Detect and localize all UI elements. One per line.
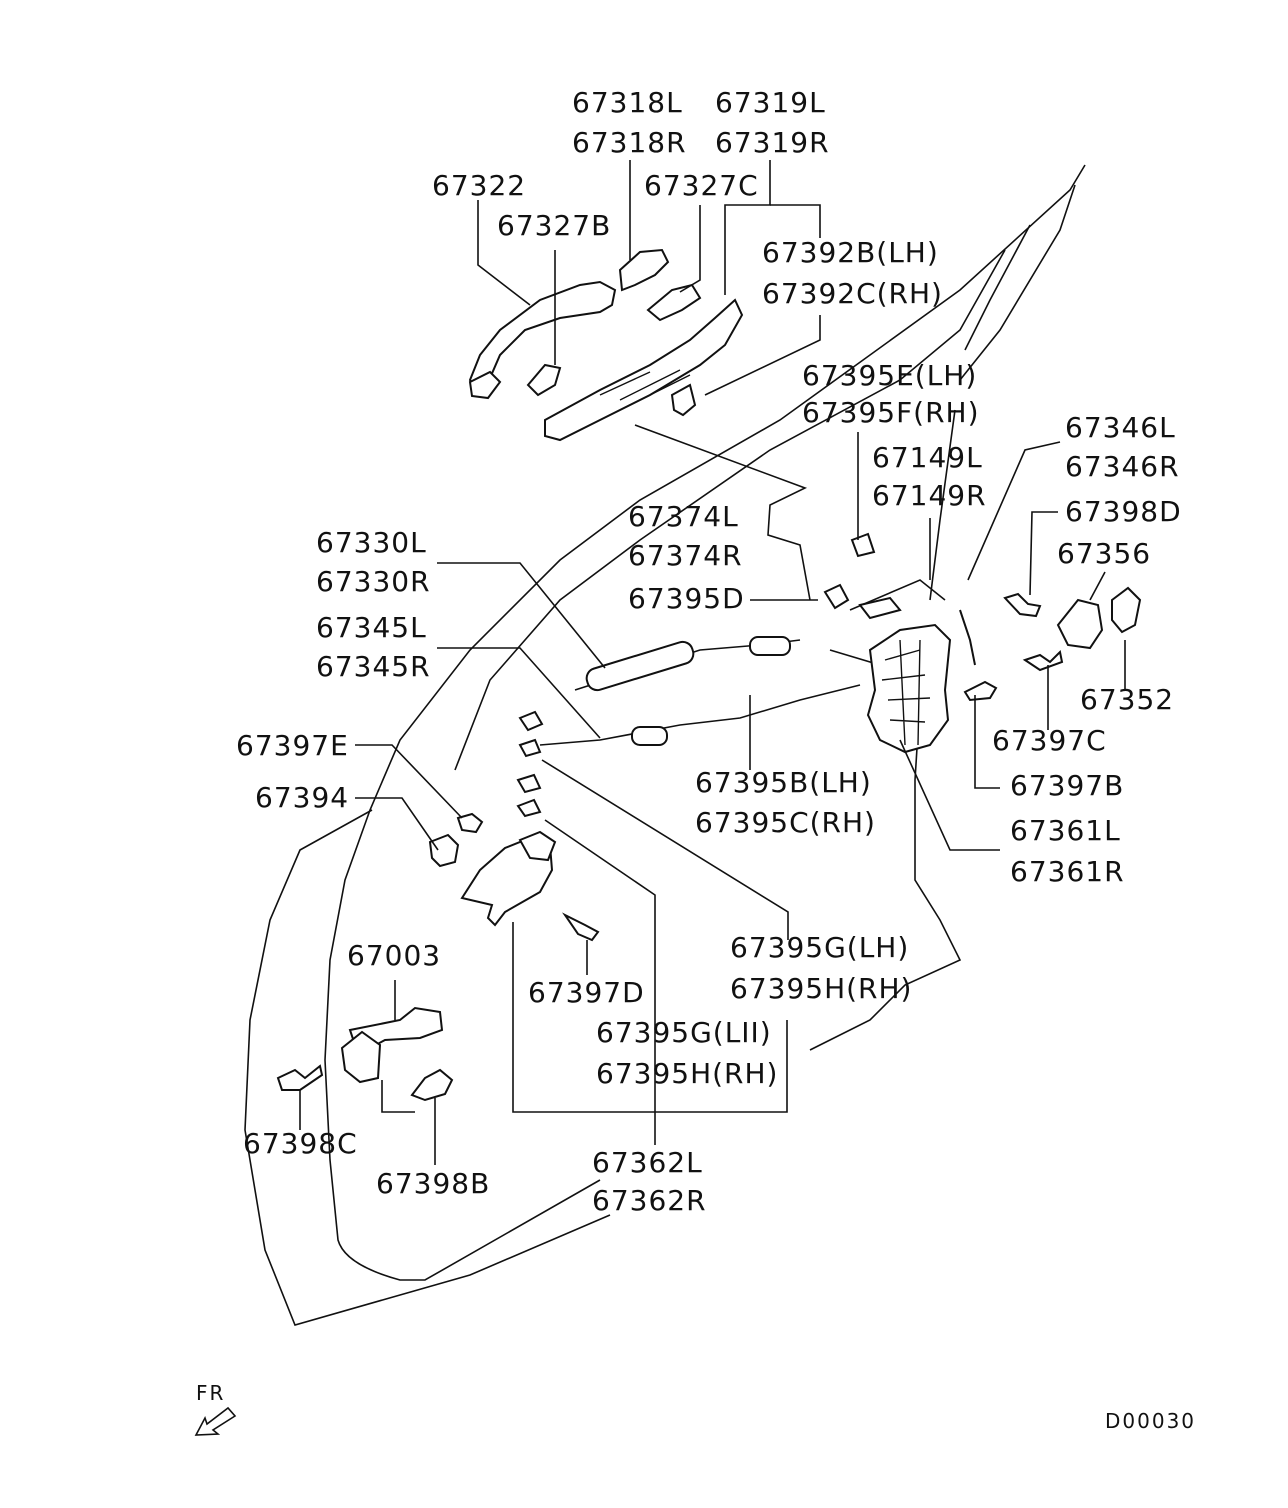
handle-bezel-clip	[526, 363, 562, 397]
label-67397C[interactable]: 67397C	[992, 724, 1107, 757]
label-67395B[interactable]: 67395B(LH)	[695, 766, 872, 799]
handle-screw-upper	[456, 812, 484, 834]
label-67392C[interactable]: 67392C(RH)	[762, 277, 943, 310]
label-67398B[interactable]: 67398B	[376, 1167, 490, 1200]
label-67003[interactable]: 67003	[347, 939, 441, 972]
inside-handle-assembly	[428, 710, 600, 942]
handle-screw-lower	[561, 912, 600, 942]
cable-sheath-upper-short	[749, 636, 791, 656]
label-67362L[interactable]: 67362L	[592, 1146, 703, 1179]
check-bolt-left	[276, 1064, 324, 1091]
lock-lever	[858, 596, 902, 620]
door-check-body	[340, 1030, 382, 1084]
door-check-assembly	[276, 1006, 454, 1102]
cable-end-clip-1	[518, 710, 544, 732]
lock-screw	[963, 680, 998, 702]
handle-link-rod	[634, 424, 811, 601]
label-67345R[interactable]: 67345R	[316, 650, 431, 683]
label-67395G-lower[interactable]: 67395G(LII)	[596, 1016, 772, 1049]
label-67374L[interactable]: 67374L	[628, 500, 739, 533]
front-label: FR	[196, 1381, 225, 1405]
handle-retainer-clip	[670, 383, 697, 417]
label-67361R[interactable]: 67361R	[1010, 855, 1125, 888]
label-67395D[interactable]: 67395D	[628, 582, 745, 615]
check-bolt-right	[410, 1068, 454, 1102]
label-67149L[interactable]: 67149L	[872, 441, 983, 474]
inside-handle-bracket	[460, 836, 554, 927]
handle-grommet	[428, 833, 460, 868]
cable-end-clip-4	[516, 798, 542, 818]
handle-cover-left	[618, 248, 670, 292]
label-67395G-upper[interactable]: 67395G(LH)	[730, 931, 909, 964]
front-direction-indicator: FR	[194, 1381, 237, 1436]
label-67352[interactable]: 67352	[1080, 683, 1174, 716]
label-67374R[interactable]: 67374R	[628, 539, 743, 572]
label-67398C[interactable]: 67398C	[243, 1127, 358, 1160]
label-67362R[interactable]: 67362R	[592, 1184, 707, 1217]
label-67318R[interactable]: 67318R	[572, 126, 687, 159]
striker-bolt-upper	[1003, 592, 1042, 618]
label-67395H-lower[interactable]: 67395H(RH)	[596, 1057, 778, 1090]
label-67149R[interactable]: 67149R	[872, 479, 987, 512]
striker-shim	[1111, 586, 1142, 634]
cable-end-clip-2	[518, 738, 542, 758]
striker	[1056, 598, 1104, 650]
label-67346R[interactable]: 67346R	[1065, 450, 1180, 483]
front-arrow-icon	[194, 1406, 237, 1436]
label-67330R[interactable]: 67330R	[316, 565, 431, 598]
label-67327B[interactable]: 67327B	[497, 209, 611, 242]
handle-base-frame	[544, 298, 744, 442]
door-lock-actuator	[823, 532, 976, 754]
label-67361L[interactable]: 67361L	[1010, 814, 1121, 847]
label-67319L[interactable]: 67319L	[715, 86, 826, 119]
inside-handle-cable	[539, 684, 861, 746]
inside-handle-lever	[518, 830, 557, 862]
label-67322[interactable]: 67322	[432, 169, 526, 202]
label-67397D[interactable]: 67397D	[528, 976, 645, 1009]
cable-sheath-upper	[585, 640, 695, 692]
lock-body	[866, 623, 952, 754]
lock-connector	[823, 583, 850, 610]
label-67345L[interactable]: 67345L	[316, 611, 427, 644]
label-67397B[interactable]: 67397B	[1010, 769, 1124, 802]
cable-end-clip-3	[516, 773, 542, 794]
label-67398D[interactable]: 67398D	[1065, 495, 1182, 528]
label-67318L[interactable]: 67318L	[572, 86, 683, 119]
label-67395C[interactable]: 67395C(RH)	[695, 806, 876, 839]
rod-clip-upper	[850, 532, 876, 558]
striker-bolt-lower	[1022, 649, 1064, 672]
striker-assembly	[963, 586, 1142, 702]
latch-release-rod	[849, 579, 946, 611]
outside-handle-assembly	[468, 248, 744, 442]
label-67395H-upper[interactable]: 67395H(RH)	[730, 972, 912, 1005]
diagram-code: D00030	[1105, 1409, 1196, 1433]
label-67327C[interactable]: 67327C	[644, 169, 759, 202]
label-67346L[interactable]: 67346L	[1065, 411, 1176, 444]
leader-lines	[299, 160, 1126, 1165]
label-67394[interactable]: 67394	[255, 781, 349, 814]
label-67356[interactable]: 67356	[1057, 537, 1151, 570]
label-67397E[interactable]: 67397E	[236, 729, 349, 762]
cable-sheath-lower	[631, 726, 668, 746]
label-67395E[interactable]: 67395E(LH)	[802, 359, 977, 392]
door-outline	[244, 164, 1086, 1326]
handle-cover-right	[646, 283, 702, 322]
label-67319R[interactable]: 67319R	[715, 126, 830, 159]
handle-end-cap	[468, 370, 502, 400]
label-67330L[interactable]: 67330L	[316, 526, 427, 559]
lock-cylinder-rod	[959, 609, 976, 666]
label-67395F[interactable]: 67395F(RH)	[802, 396, 980, 429]
part-labels: 67318L 67318R 67319L 67319R 67322 67327C…	[236, 86, 1182, 1217]
handle-grip	[468, 280, 617, 397]
label-67392B[interactable]: 67392B(LH)	[762, 236, 939, 269]
